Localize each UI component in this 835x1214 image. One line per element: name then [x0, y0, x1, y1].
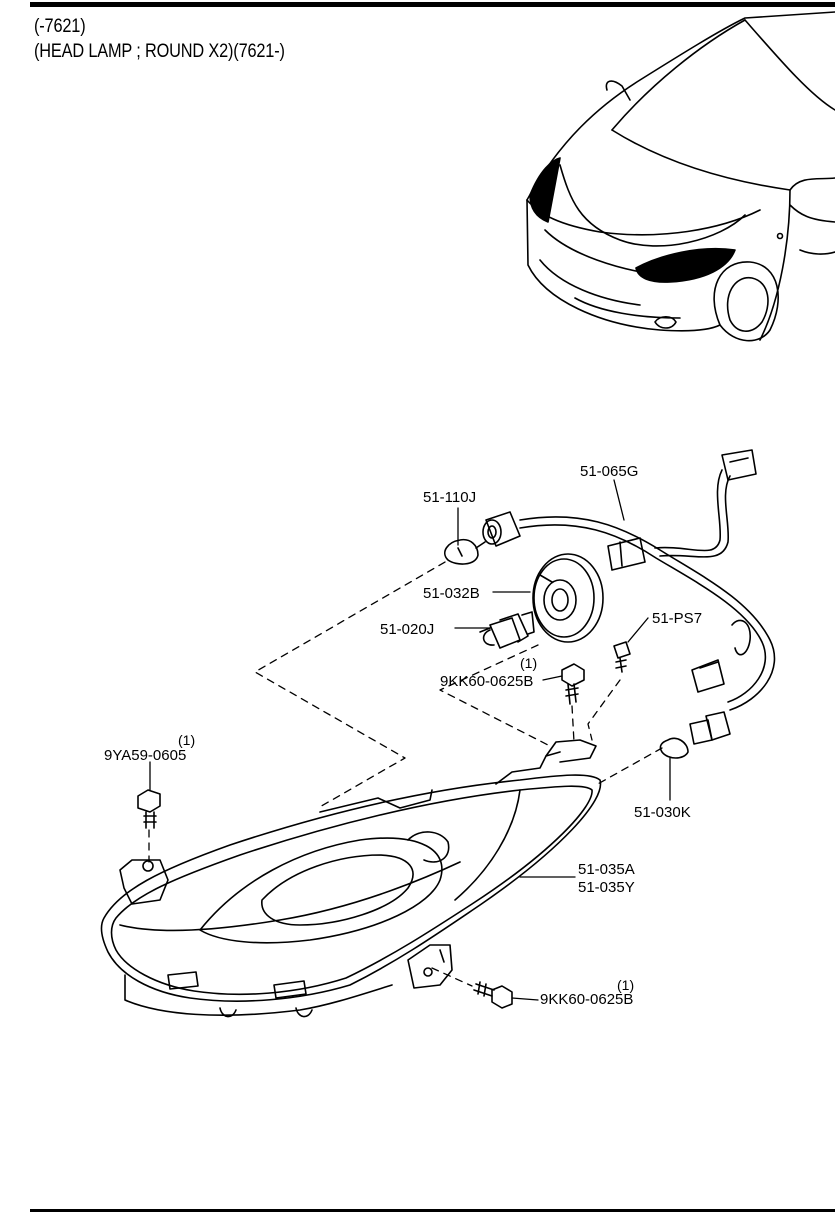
callout-51-065G: 51-065G	[580, 463, 638, 480]
bolt-9YA59-0605	[137, 789, 161, 829]
callout-51-110J: 51-110J	[423, 489, 476, 506]
callout-qty-9YA59-0605: (1)	[178, 732, 195, 748]
callout-9KK60-0625B-lower: 9KK60-0625B	[540, 991, 633, 1008]
callout-9KK60-0625B-upper: 9KK60-0625B	[440, 673, 533, 690]
screw-9KK60-0625B-upper	[561, 663, 585, 705]
bulb-51-020J	[479, 611, 535, 649]
dust-cover-51-032B	[532, 553, 604, 643]
screw-9KK60-0625B-lower	[473, 981, 513, 1009]
car-locator-illustration	[526, 11, 835, 342]
headlamp-assembly-51-035A-51-035Y	[100, 739, 602, 1018]
clip-51-PS7	[613, 641, 631, 673]
diagram-header: (-7621) (HEAD LAMP ; ROUND X2)(7621-)	[34, 14, 285, 64]
bulb-51-110J	[444, 511, 521, 565]
callout-51-020J: 51-020J	[380, 621, 434, 638]
callout-51-035Y: 51-035Y	[578, 879, 635, 896]
wiring-harness-51-065G	[519, 449, 776, 711]
bottom-rule	[30, 1209, 835, 1212]
callout-51-PS7: 51-PS7	[652, 610, 702, 627]
header-line-1: (-7621)	[34, 16, 86, 37]
header-line-2: (HEAD LAMP ; ROUND X2)(7621-)	[34, 41, 285, 62]
callout-labels: 51-065G 51-110J 51-032B 51-020J 51-PS7 (…	[104, 463, 702, 1008]
callout-51-035A: 51-035A	[578, 861, 635, 878]
callout-9YA59-0605: 9YA59-0605	[104, 747, 186, 764]
bulb-51-030K	[659, 711, 731, 759]
callout-51-030K: 51-030K	[634, 804, 691, 821]
leader-lines	[149, 479, 671, 1001]
assembly-dashed-lines	[148, 561, 663, 987]
top-rule	[30, 2, 835, 7]
callout-51-032B: 51-032B	[423, 585, 480, 602]
callout-qty-9KK60-0625B-lower: (1)	[617, 977, 634, 993]
callout-qty-9KK60-0625B-upper: (1)	[520, 655, 537, 671]
